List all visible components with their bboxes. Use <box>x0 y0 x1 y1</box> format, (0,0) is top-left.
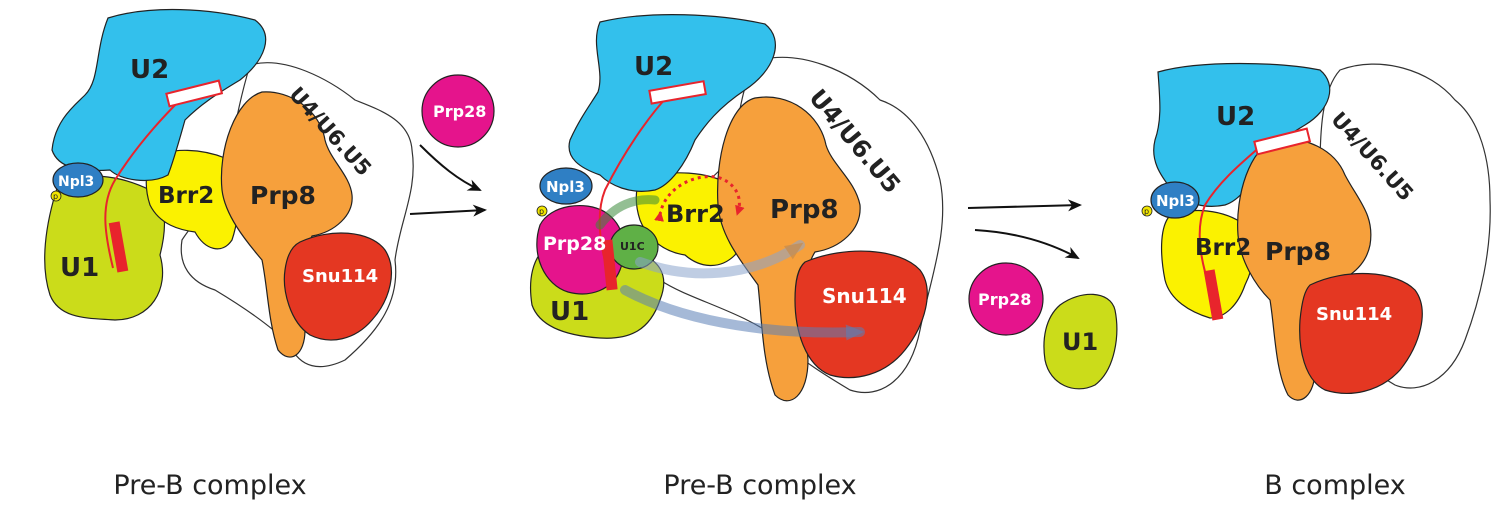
snu114-shape <box>283 232 392 341</box>
panel-b: U2 Brr2 Prp8 Snu114 Npl3 p U4/U6.U5 <box>1141 62 1491 401</box>
u2-label: U2 <box>1216 102 1255 132</box>
npl3-label: Npl3 <box>58 174 94 190</box>
u1c-label: U1C <box>620 240 645 253</box>
movement-arrow-blue <box>620 285 865 341</box>
phospho-circle <box>536 205 548 217</box>
brr2-label: Brr2 <box>666 200 725 228</box>
panel-pre-b-1: U2 U1 Brr2 Prp8 Snu114 Npl3 p U4/U6.U5 <box>44 8 414 368</box>
brr2-shape <box>145 149 239 250</box>
brr2-swing-arrow <box>654 175 745 222</box>
phospho-label: p <box>539 207 544 216</box>
released-u1 <box>1043 293 1118 390</box>
released-prp28-label: Prp28 <box>978 290 1031 309</box>
free-prp28-in <box>421 74 495 148</box>
arrow-step1 <box>409 204 487 217</box>
u2-rna-box <box>1253 127 1312 156</box>
panel-pre-b-2: U2 U1 Brr2 Prp8 Snu114 Prp28 U1C Npl3 p … <box>529 14 944 402</box>
released-prp28 <box>968 262 1044 336</box>
prp28-label: Prp28 <box>543 233 606 255</box>
arrow-prp28-in <box>419 144 482 191</box>
snu114-label: Snu114 <box>822 284 907 308</box>
u1-rna-bar <box>1203 269 1224 321</box>
u1-rna-bar <box>601 239 618 291</box>
rna-strand <box>1198 144 1263 296</box>
caption-panel2: Pre-B complex <box>663 470 857 501</box>
released-u1-label: U1 <box>1062 328 1098 356</box>
prp8-label: Prp8 <box>770 195 839 225</box>
npl3-shape <box>52 162 104 198</box>
snu114-shape <box>794 250 928 379</box>
u1-rna-bar <box>108 221 129 273</box>
arrow-step2 <box>967 199 1082 212</box>
phospho-label: p <box>53 192 58 201</box>
u1-label: U1 <box>550 297 589 327</box>
u2-shape <box>568 14 776 192</box>
prp8-label: Prp8 <box>250 181 316 210</box>
u2-rna-box <box>648 80 707 105</box>
npl3-label: Npl3 <box>1156 192 1195 210</box>
brr2-label: Brr2 <box>1195 235 1251 261</box>
u2-shape <box>51 8 267 181</box>
free-prp28-in-label: Prp28 <box>433 102 486 121</box>
u2-label: U2 <box>634 52 673 82</box>
snu114-shape <box>1299 272 1423 394</box>
brr2-label: Brr2 <box>158 183 214 209</box>
u2-rna-box <box>165 79 224 108</box>
phospho-circle <box>1141 205 1153 217</box>
brr2-shape <box>1160 209 1255 319</box>
arrow-release <box>974 229 1080 259</box>
snu114-label: Snu114 <box>1316 304 1392 325</box>
u1-label: U1 <box>60 253 99 283</box>
npl3-shape <box>539 167 593 205</box>
phospho-label: p <box>1144 207 1149 216</box>
snu114-label: Snu114 <box>302 266 378 287</box>
phospho-circle <box>50 190 62 202</box>
prp8-label: Prp8 <box>1265 237 1331 266</box>
npl3-shape <box>1150 181 1200 219</box>
rna-strand <box>104 96 184 269</box>
u2-label: U2 <box>130 55 169 85</box>
movement-arrow-orange <box>635 240 805 279</box>
npl3-label: Npl3 <box>546 178 585 196</box>
u1-shape <box>44 175 166 321</box>
caption-panel1: Pre-B complex <box>113 470 307 501</box>
movement-arrow-green <box>595 195 660 230</box>
caption-panel3: B complex <box>1264 470 1406 501</box>
